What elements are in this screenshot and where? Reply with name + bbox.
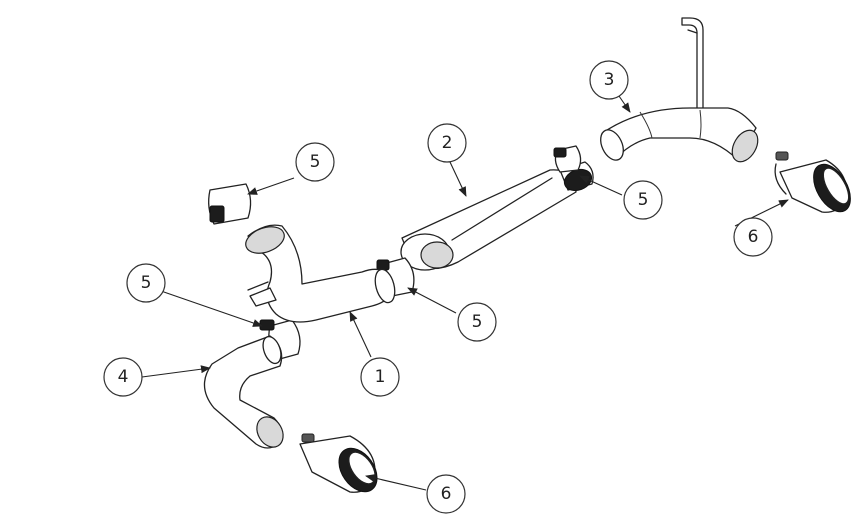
rear-y-pipe-part xyxy=(600,17,759,163)
callout-6-left-tip: 6 xyxy=(426,474,466,514)
callout-label: 5 xyxy=(472,312,483,332)
callout-4-left-rear-pipe: 4 xyxy=(103,357,143,397)
muffler-part xyxy=(400,161,594,271)
front-pipe-part xyxy=(245,224,396,323)
callout-5-loose-clamp: 5 xyxy=(295,142,335,182)
callout-1-front-pipe: 1 xyxy=(360,357,400,397)
callout-label: 5 xyxy=(310,152,321,172)
callout-label: 6 xyxy=(441,484,452,504)
callout-label: 2 xyxy=(442,133,453,153)
callout-label: 1 xyxy=(375,367,386,387)
callout-6-right-tip: 6 xyxy=(733,217,773,257)
left-rear-pipe-part xyxy=(203,335,284,449)
clamp-upper-right-part xyxy=(553,145,582,173)
callout-3-rear-y-pipe: 3 xyxy=(589,60,629,100)
exhaust-tip-left-part xyxy=(299,433,378,493)
callout-label: 4 xyxy=(118,367,129,387)
callout-2-muffler: 2 xyxy=(427,123,467,163)
exhaust-tip-right-part xyxy=(774,151,851,213)
callout-label: 6 xyxy=(748,227,759,247)
callout-5-middle-clamp: 5 xyxy=(457,302,497,342)
callout-5-left-clamp: 5 xyxy=(126,263,166,303)
callout-label: 5 xyxy=(141,273,152,293)
callout-label: 5 xyxy=(638,190,649,210)
callout-5-right-clamp: 5 xyxy=(623,180,663,220)
clamp-loose-part xyxy=(208,183,252,225)
callout-label: 3 xyxy=(604,70,615,90)
